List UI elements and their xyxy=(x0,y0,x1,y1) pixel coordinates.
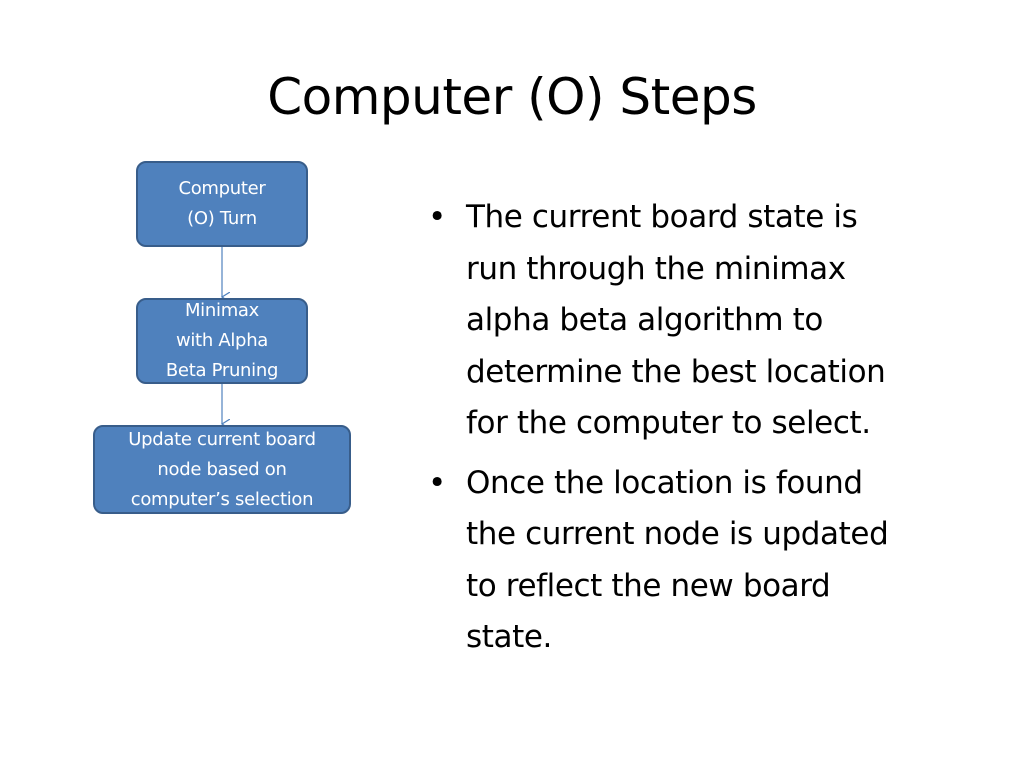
bullet-item: • Once the location is found the current… xyxy=(428,458,1008,664)
flow-node-update-board: Update current board node based on compu… xyxy=(93,425,351,514)
slide-title: Computer (O) Steps xyxy=(267,68,757,126)
flow-node-computer-turn: Computer (O) Turn xyxy=(136,161,308,247)
bullet-item: • The current board state is run through… xyxy=(428,192,1008,450)
bullet-list: • The current board state is run through… xyxy=(428,192,1008,672)
bullet-text: Once the location is found the current n… xyxy=(466,464,889,656)
bullet-marker: • xyxy=(428,199,446,235)
flow-node-minimax: Minimax with Alpha Beta Pruning xyxy=(136,298,308,384)
bullet-marker: • xyxy=(428,464,446,501)
bullet-text: The current board state is run through t… xyxy=(466,199,886,441)
